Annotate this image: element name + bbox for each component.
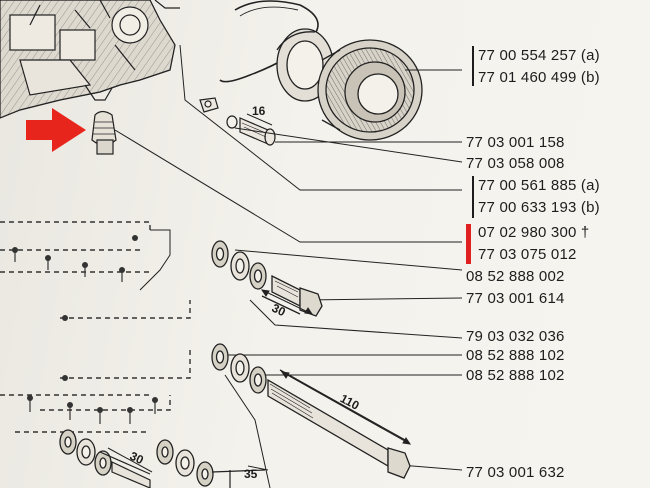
- gearbox-housing: [0, 0, 180, 119]
- part-number-77-03-001-158: 77 03 001 158: [466, 134, 565, 151]
- dimension-label-16: 16: [252, 104, 266, 118]
- part-number-77-01-460-499: 77 01 460 499 (b): [478, 69, 600, 86]
- plug: [91, 110, 117, 155]
- part-number-77-00-554-257: 77 00 554 257 (a): [478, 47, 600, 64]
- part-number-77-03-001-632: 77 03 001 632: [466, 464, 565, 481]
- part-number-77-03-058-008: 77 03 058 008: [466, 155, 565, 172]
- bracket-2: [472, 176, 474, 218]
- shift-schematic: [0, 221, 191, 433]
- dimension-arrows: [107, 289, 412, 473]
- bracket-1: [472, 46, 474, 86]
- highlight-bar: [466, 224, 471, 264]
- part-number-08-52-888-002: 08 52 888 002: [466, 268, 565, 285]
- bolt-30: [261, 274, 323, 317]
- bearing-seal: [276, 28, 423, 141]
- part-number-08-52-888-102-a: 08 52 888 102: [466, 347, 565, 364]
- part-number-79-03-032-036: 79 03 032 036: [466, 328, 565, 345]
- part-number-77-00-633-193: 77 00 633 193 (b): [478, 199, 600, 216]
- washer-set-3: [59, 429, 214, 487]
- part-number-77-03-075-012: 77 03 075 012: [478, 246, 577, 263]
- schematic-nodes: [12, 235, 158, 413]
- part-number-08-52-888-102-b: 08 52 888 102: [466, 367, 565, 384]
- washer-set-2: [211, 343, 267, 394]
- part-number-77-00-561-885: 77 00 561 885 (a): [478, 177, 600, 194]
- part-number-07-02-980-300: 07 02 980 300 †: [478, 224, 590, 241]
- part-number-77-03-001-614: 77 03 001 614: [466, 290, 565, 307]
- bolt-110: [267, 369, 411, 479]
- washer-set-1: [211, 240, 267, 290]
- red-arrow-icon: [26, 108, 86, 152]
- dimension-label-35: 35: [244, 467, 258, 481]
